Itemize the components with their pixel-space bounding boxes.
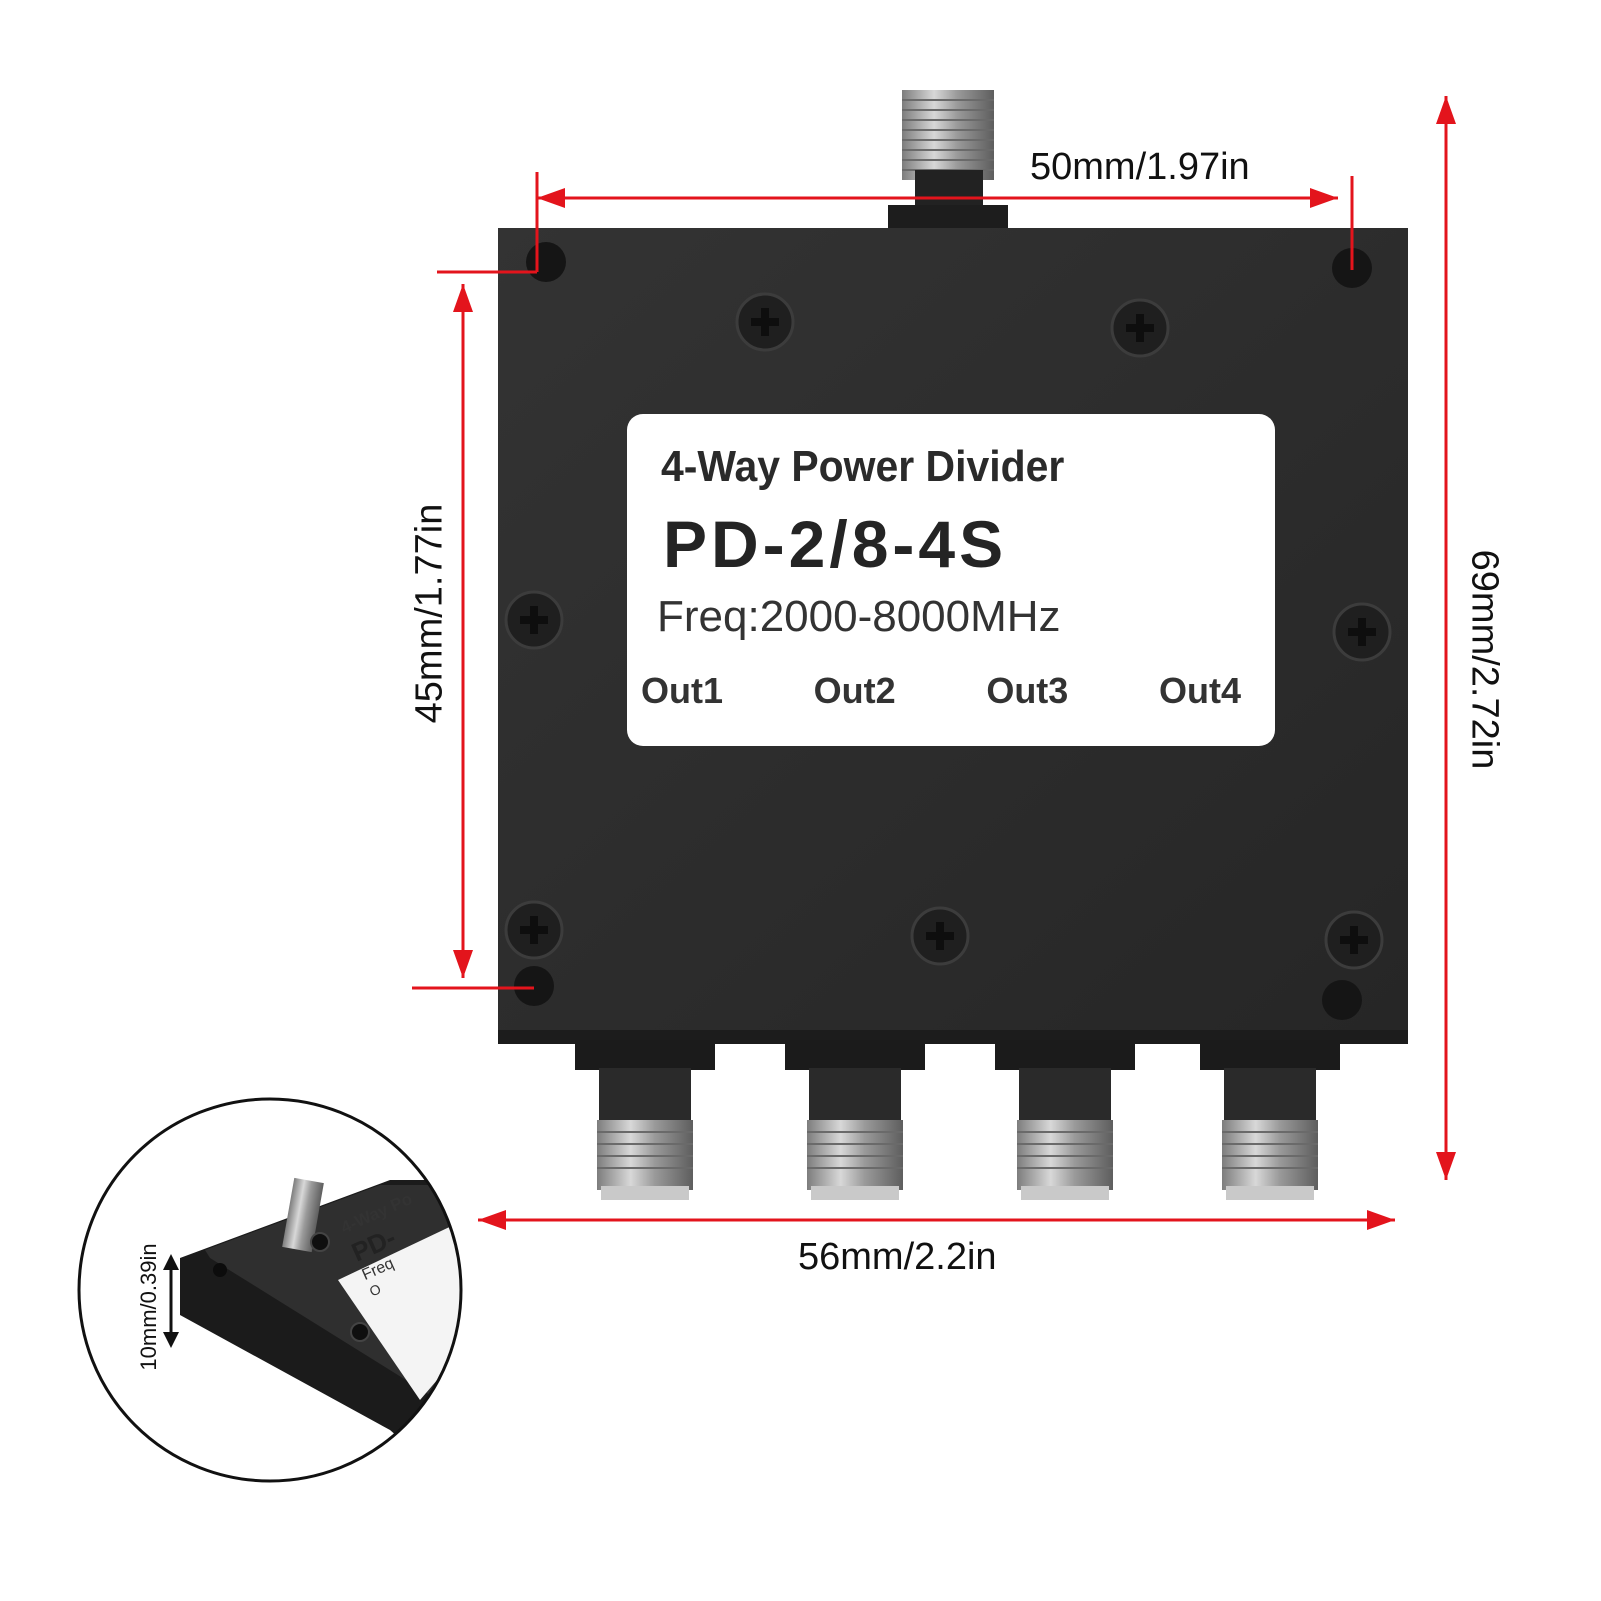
thickness-inset — [77, 1097, 463, 1483]
product-label: 4-Way Power Divider PD-2/8-4S Freq:2000-… — [627, 414, 1275, 746]
input-sma-connector — [888, 90, 1008, 233]
screws — [504, 292, 1392, 970]
label-outputs: Out1 Out2 Out3 Out4 — [641, 670, 1241, 712]
label-out3: Out3 — [986, 670, 1069, 711]
dim-hole-spacing: 50mm/1.97in — [1030, 146, 1250, 188]
label-out1: Out1 — [641, 670, 724, 711]
mounting-holes — [514, 242, 1372, 1020]
dim-total-height: 69mm/2.72in — [1463, 549, 1506, 770]
dim-hole-height: 45mm/1.77in — [408, 503, 451, 724]
dimension-arrows — [412, 96, 1456, 1230]
label-title: 4-Way Power Divider — [661, 442, 1065, 491]
label-frequency: Freq:2000-8000MHz — [657, 592, 1061, 641]
dim-thickness: 10mm/0.39in — [136, 1243, 161, 1371]
output-sma-connectors — [575, 1040, 1340, 1200]
label-out2: Out2 — [813, 670, 896, 711]
dim-width: 56mm/2.2in — [798, 1236, 997, 1278]
label-model: PD-2/8-4S — [663, 507, 1008, 581]
label-out4: Out4 — [1158, 670, 1241, 711]
